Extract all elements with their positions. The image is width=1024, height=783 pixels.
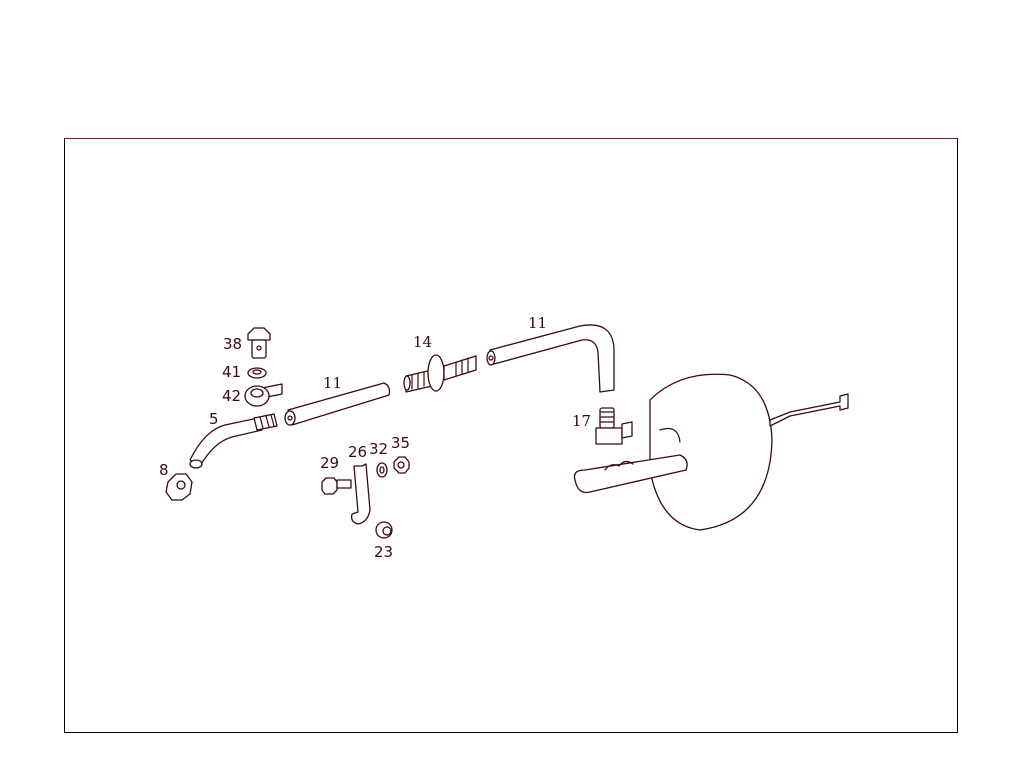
banjo-fitting-part bbox=[244, 383, 283, 407]
bent-pipe-part bbox=[189, 413, 278, 469]
callout-42: 42 bbox=[222, 387, 242, 405]
washer-part bbox=[376, 462, 388, 478]
callout-8: 8 bbox=[159, 461, 169, 479]
callout-5: 5 bbox=[209, 410, 219, 428]
bolt-part bbox=[321, 477, 352, 495]
callout-38: 38 bbox=[223, 335, 243, 353]
callout-23: 23 bbox=[374, 543, 394, 561]
bracket-clip-part bbox=[350, 463, 371, 525]
nut-part bbox=[393, 456, 410, 474]
spacer-nut-part bbox=[375, 521, 393, 539]
diagram-frame bbox=[64, 138, 958, 733]
callout-32: 32 bbox=[369, 440, 389, 458]
elbow-fitting-part bbox=[595, 407, 633, 445]
callout-35: 35 bbox=[391, 434, 411, 452]
callout-29: 29 bbox=[320, 454, 340, 472]
callout-17: 17 bbox=[572, 412, 592, 430]
brake-booster-part bbox=[573, 373, 849, 531]
callout-11-straight: 11 bbox=[323, 374, 343, 392]
sealing-ring-part bbox=[247, 367, 267, 379]
straight-hose-part bbox=[284, 382, 391, 426]
bent-hose-part bbox=[486, 324, 615, 393]
callout-14: 14 bbox=[413, 333, 433, 351]
callout-26: 26 bbox=[348, 443, 368, 461]
banjo-bolt-part bbox=[247, 327, 271, 359]
check-valve-part bbox=[403, 354, 477, 393]
callout-11-bent: 11 bbox=[528, 314, 548, 332]
callout-41: 41 bbox=[222, 363, 242, 381]
hex-nut-part bbox=[165, 473, 193, 501]
